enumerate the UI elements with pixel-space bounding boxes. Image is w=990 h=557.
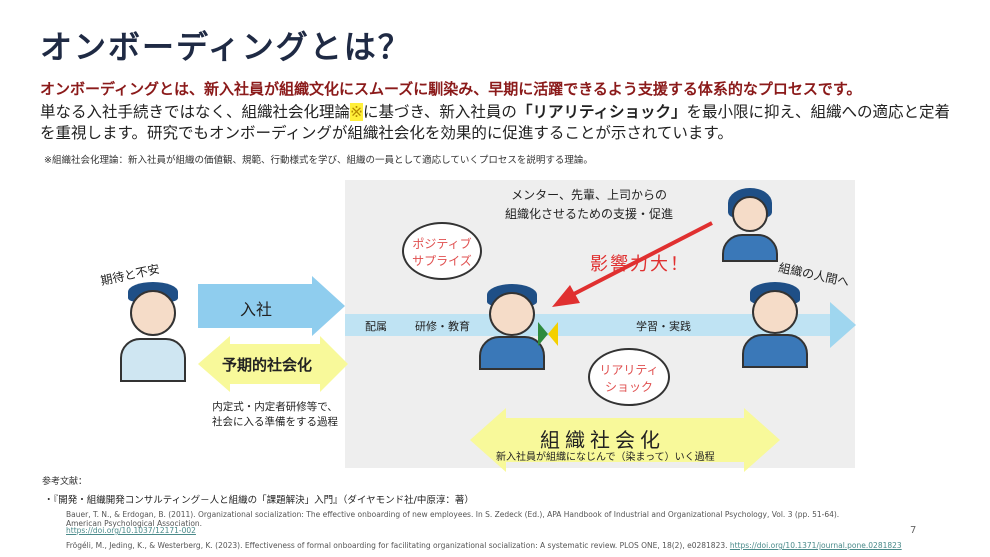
reference-2: Bauer, T. N., & Erdogan, B. (2011). Orga… [66,510,840,528]
soshiki-arrow-right [744,408,780,472]
note-mark: ※ [350,103,364,121]
page-title: オンボーディングとは？ [40,28,412,66]
references: 参考文献： [42,474,87,487]
yokiteki-sub-1: 内定式・内定者研修等で、 [212,401,338,413]
bubble-line: ポジティブ [412,237,472,251]
established-employee-illustration [740,282,810,368]
mentor-illustration [722,182,778,262]
references-heading: 参考文献： [42,477,88,487]
body-part: 単なる入社手続きではなく、組織社会化理論 [40,103,351,121]
candidate-person-illustration [118,282,188,382]
yokiteki-sub-2: 社会に入る準備をする過程 [212,416,338,428]
soshiki-arrow-left [470,408,506,472]
body-part: を最小限に抑え、組織への適応と定着を重視します。研究でもオンボーディングが組織社… [40,103,951,142]
bubble-line: サプライズ [412,254,472,268]
reference-1: ・『開発・組織開発コンサルティング－人と組織の「課題解決」入門』（ダイヤモンド社… [44,495,474,506]
positive-surprise-bubble: ポジティブサプライズ [402,222,482,280]
reference-3-link[interactable]: https://doi.org/10.1371/journal.pone.028… [729,541,902,550]
body-part: に基づき、新入社員の [363,103,517,121]
timeline-band [345,314,835,336]
impact-label: 影響力大！ [590,254,690,275]
footnote: ※組織社会化理論：新入社員が組織の価値観、規範、行動様式を学び、組織の一員として… [44,155,593,166]
mentor-line: メンター、先輩、上司からの [511,188,667,202]
body-text: 単なる入社手続きではなく、組織社会化理論※に基づき、新入社員の「リアリティショッ… [40,102,960,144]
reality-shock-bubble: リアリティショック [588,348,670,406]
beginner-mark-icon [538,322,558,346]
nyusha-arrow [198,284,313,328]
soshiki-arrow [505,418,745,462]
yokiteki-label: 予期的社会化 [222,356,313,374]
page-number: 7 [910,525,917,536]
band-label-gakushu: 学習・実践 [636,320,691,333]
yokiteki-arrow [230,344,320,384]
reality-shock-quote: 「リアリティショック」 [516,103,687,121]
band-label-haizoku: 配属 [365,320,387,333]
mentor-text: メンター、先輩、上司からの組織化させるための支援・促進 [505,186,673,224]
soshiki-label: 組織社会化 [540,428,665,452]
mentor-line: 組織化させるための支援・促進 [505,207,674,221]
yokiteki-sub: 内定式・内定者研修等で、社会に入る準備をする過程 [212,400,338,430]
nyusha-label: 入社 [240,300,273,319]
reference-2-link[interactable]: https://doi.org/10.1037/12171-002 [66,526,196,535]
nyusha-arrowhead [312,276,345,336]
timeline-arrowhead [830,302,856,348]
reference-3: Frögéli, M., Jeding, K., & Westerberg, K… [66,541,902,550]
new-employee-illustration [477,284,547,370]
reference-3-text: Frögéli, M., Jeding, K., & Westerberg, K… [66,541,728,550]
yokiteki-arrow-left [198,336,230,392]
bubble-line: ショック [604,380,653,394]
bubble-line: リアリティ [599,363,659,377]
band-label-kenshu: 研修・教育 [415,320,470,333]
lead-text: オンボーディングとは、新入社員が組織文化にスムーズに馴染み、早期に活躍できるよう… [40,80,862,98]
soshiki-sub: 新入社員が組織になじんで（染まって）いく過程 [496,452,715,463]
impact-arrow [552,221,713,307]
yokiteki-arrow-right [320,336,348,392]
